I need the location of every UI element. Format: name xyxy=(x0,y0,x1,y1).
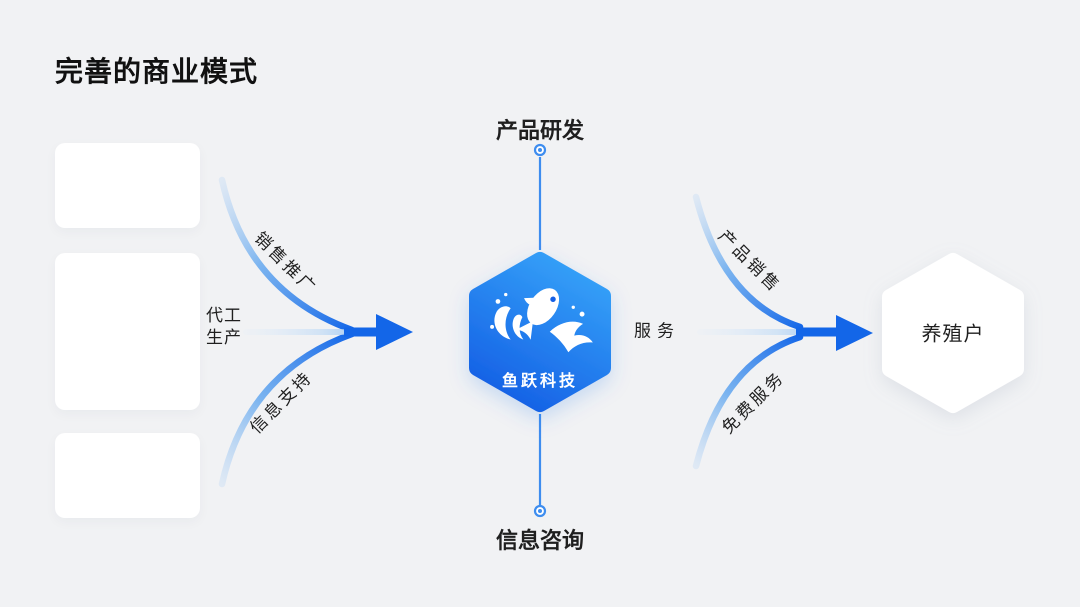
left-arrowhead-icon xyxy=(376,314,413,350)
page-title: 完善的商业模式 xyxy=(55,56,259,87)
placeholder-card xyxy=(55,143,200,228)
node-label-info-consulting: 信息咨询 xyxy=(495,528,585,553)
left-converge-arrow xyxy=(218,176,413,488)
center-company-node: 鱼跃科技 xyxy=(470,252,610,412)
right-arrowhead-icon xyxy=(836,315,873,351)
flow-label-service: 服务 xyxy=(634,321,680,341)
top-connector xyxy=(533,143,547,250)
node-label-product-rd: 产品研发 xyxy=(495,118,585,143)
node-label-farmers: 养殖户 xyxy=(921,323,985,346)
center-hexagon xyxy=(469,252,611,412)
placeholder-card xyxy=(55,433,200,518)
right-converge-arrow xyxy=(692,193,873,470)
bottom-connector xyxy=(533,414,547,518)
placeholder-card xyxy=(55,253,200,410)
flow-label-oem-production: 代工生产 xyxy=(206,306,242,348)
jumping-fish-logo-icon xyxy=(490,288,593,353)
brand-name: 鱼跃科技 xyxy=(501,373,578,390)
farmer-hexagon xyxy=(882,253,1024,413)
